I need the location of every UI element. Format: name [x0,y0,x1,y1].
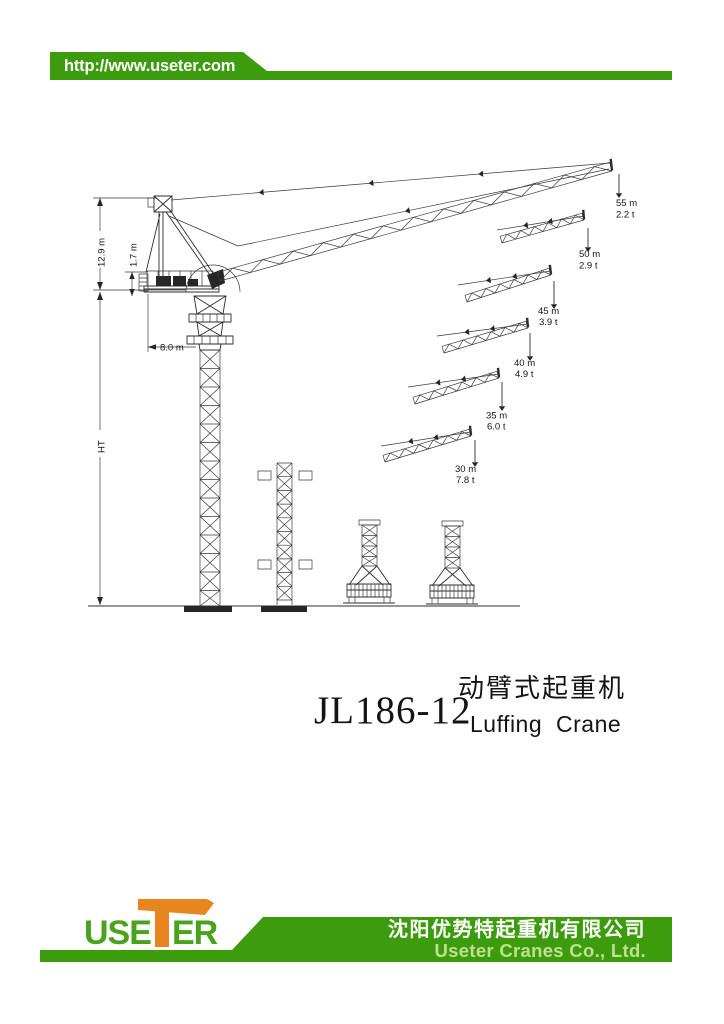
jib-35-capacity: 6.0 t [487,422,506,433]
useter-logo: USE ER [84,899,219,952]
jib-45-capacity: 3.9 t [539,317,558,328]
company-name-cn: 沈阳优势特起重机有限公司 [388,919,646,941]
logo-er: ER [172,914,218,952]
company-name-en: Useter Cranes Co., Ltd. [434,940,646,961]
jib-35-length: 35 m [486,411,507,422]
jib-40-length: 40 m [514,358,535,369]
dim-counter-jib-radius: 8.0 m [160,343,184,354]
slewing-unit [185,264,241,351]
mast-section-ties [257,470,313,605]
jib-55-capacity: 2.2 t [616,210,635,221]
model-code: JL186-12 [314,689,472,732]
logo-t-stem [155,904,169,947]
jib-30-capacity: 7.8 t [456,475,475,486]
header-green-flag [50,52,672,80]
product-name-cn: 动臂式起重机 [458,674,627,703]
jib-capacity-labels: 55 m 2.2 t 50 m 2.9 t 45 m 3.9 t 40 m 4.… [455,198,637,486]
dim-tower-head-height: 12.9 m [97,238,108,267]
jib-50-capacity: 2.9 t [579,261,598,272]
jib-30-length: 30 m [455,464,476,475]
product-name-en: Luffing Crane [470,711,622,737]
dim-tower-height: HT [97,440,108,453]
base-towers [343,519,478,605]
lattice-structures [168,158,623,607]
dim-platform-height: 1.7 m [129,243,140,267]
footer-green-band [40,917,672,962]
jib-40-capacity: 4.9 t [515,369,534,380]
counter-jib-and-tower-head [138,195,220,293]
website-url: http://www.useter.com [64,57,236,75]
ground-and-bases [88,605,520,612]
logo-t-bar [138,899,214,915]
jib-50-length: 50 m [579,249,600,260]
jib-45-length: 45 m [538,306,559,317]
dimension-lines: 12.9 m 1.7 m HT 8.0 m [93,197,196,605]
jib-55-length: 55 m [616,198,637,209]
logo-use: USE [84,914,151,952]
footer-company: 沈阳优势特起重机有限公司 Useter Cranes Co., Ltd. [380,919,646,960]
